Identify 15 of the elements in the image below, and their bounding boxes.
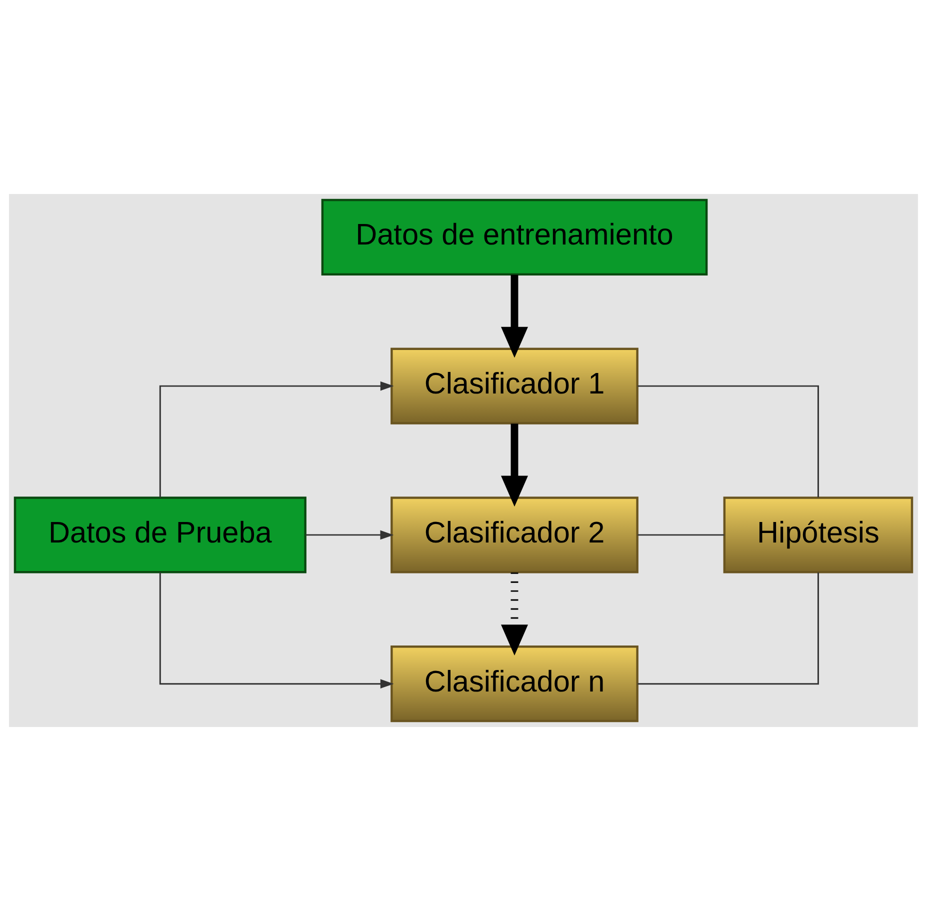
arrow [158,572,394,688]
arrow [500,572,528,656]
node-box: Datos de Prueba [13,496,306,573]
node-box: Clasificador 2 [390,496,638,573]
connector [637,534,724,536]
node-box: Clasificador 1 [390,347,638,424]
arrow [500,423,528,506]
arrow [500,274,528,358]
node-box: Clasificador n [390,644,638,722]
node-box: Datos de entrenamiento [320,198,708,276]
node-box: Hipótesis [722,496,913,573]
connector [637,384,818,497]
connector [637,572,818,684]
arrow [158,380,394,497]
arrow [305,530,394,540]
